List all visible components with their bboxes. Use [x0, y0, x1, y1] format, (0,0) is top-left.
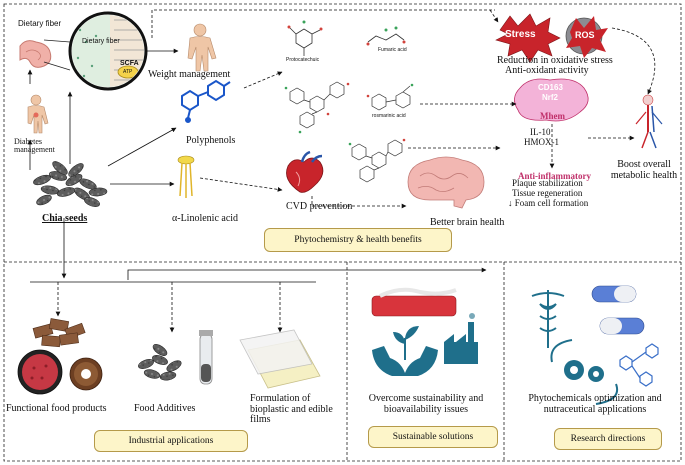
hmox1-label: HMOX-1: [524, 137, 559, 147]
stress-label: Stress: [505, 29, 536, 40]
rosmarinic-structure: [366, 83, 414, 111]
plaque-label: Plaque stabilization: [512, 178, 583, 188]
chia-seeds-label: Chia seeds: [42, 213, 88, 224]
fumaric-structure: [366, 26, 406, 46]
flow-arrows: [27, 9, 656, 333]
protocatechuic-structure: [287, 20, 323, 56]
research-box: Research directions: [554, 428, 662, 450]
gear-cycle-icon: [550, 339, 618, 405]
vascular-figure-icon: [635, 94, 663, 149]
polyphenol-structure-2: [348, 138, 406, 183]
polyphenols-label: Polyphenols: [186, 135, 236, 146]
ros-label: ROS: [575, 30, 595, 40]
industrial-box: Industrial applications: [94, 430, 248, 452]
chocolate-icon: [32, 318, 86, 348]
hands-plant-icon: [372, 326, 438, 376]
phytochemicals-optimization-label: Phytochemicals optimization and nutraceu…: [528, 393, 662, 415]
overcome-sustainability-label: Overcome sustainability and bioavailabil…: [368, 393, 484, 415]
food-additives-label: Food Additives: [134, 403, 196, 414]
donut-icon: [69, 357, 103, 391]
fatty-acid-icon: [177, 155, 195, 198]
phytochemistry-box: Phytochemistry & health benefits: [264, 228, 452, 252]
reduction-oxidative-label: Reduction in oxidative stress: [497, 55, 613, 66]
macrophage-icon: [514, 78, 589, 122]
alpha-linolenic-label: α-Linolenic acid: [172, 213, 239, 224]
outer-frame: [3, 3, 682, 462]
rosmarinic-label: rosmarinic acid: [372, 113, 406, 119]
brain-icon: [407, 156, 485, 209]
atp-label: ATP: [123, 69, 133, 75]
anti-inflammatory-label: Anti-inflammatory: [518, 171, 591, 181]
magnifier-icon: [43, 11, 148, 91]
heart-icon: [286, 150, 324, 193]
caduceus-icon: [531, 290, 565, 348]
polyphenol-molecule-icon: [181, 79, 231, 123]
chia-seed-icon: [33, 161, 108, 207]
cvd-prevention-label: CVD prevention: [286, 201, 353, 212]
tissue-regen-label: Tissue regeneration: [512, 188, 583, 198]
additive-pile-icon: [138, 344, 182, 381]
diabetes-management-label: Diabetes management: [14, 137, 55, 155]
cd163-label: CD163: [538, 83, 563, 92]
weight-management-label: Weight management: [148, 69, 231, 80]
test-tube-icon: [199, 330, 213, 385]
il10-label: IL-10: [530, 127, 551, 137]
zoom-dietary-fiber-label: Dietary fiber: [82, 38, 120, 45]
molecule-cluster-icon: [619, 343, 659, 387]
mhem-label: Mhem: [540, 111, 565, 121]
film-roll-icon: [371, 287, 457, 317]
boost-metabolic-label: Boost overall metabolic health: [610, 159, 678, 181]
capsule-icon: [591, 285, 645, 335]
fumaric-label: Fumaric acid: [378, 47, 407, 53]
functional-food-label: Functional food products: [6, 403, 107, 414]
sustainable-box: Sustainable solutions: [368, 426, 498, 448]
ros-burst-icon: [565, 16, 608, 58]
polyphenol-structure-1: [284, 81, 350, 134]
food-bowl-icon: [17, 349, 63, 395]
factory-icon: [444, 313, 478, 364]
nrf2-label: Nrf2: [542, 93, 559, 102]
formulation-label: Formulation of bioplastic and edible fil…: [250, 393, 333, 425]
scfa-label: SCFA: [120, 60, 139, 67]
stress-burst-icon: [495, 13, 561, 63]
intestine-icon: [19, 40, 52, 68]
foam-cell-label: ↓ Foam cell formation: [508, 198, 589, 208]
protocatechuic-label: Protocatechuic: [286, 57, 320, 63]
dietary-fiber-label: Dietary fiber: [18, 19, 62, 28]
antioxidant-label: Anti-oxidant activity: [505, 65, 589, 76]
bioplastic-film-icon: [239, 329, 321, 389]
diabetes-person-icon: [27, 94, 49, 134]
brain-health-label: Better brain health: [430, 217, 505, 228]
human-body-icon: [187, 23, 217, 72]
